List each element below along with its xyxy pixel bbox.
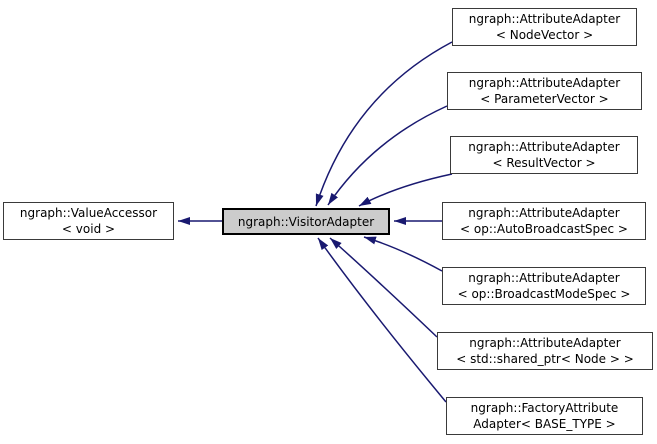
class-name-line: ngraph::AttributeAdapter: [468, 206, 620, 220]
class-name-line: ngraph::FactoryAttribute: [470, 401, 619, 415]
class-template-line: < void >: [61, 222, 116, 236]
edge-broadcastmodespec-to-visitoradapter: [363, 236, 443, 272]
class-name-line: ngraph::AttributeAdapter: [468, 76, 621, 90]
class-node-visitor-adapter-current: ngraph::VisitorAdapter: [222, 208, 390, 235]
class-template-line: < ParameterVector >: [480, 92, 609, 106]
class-node-attribute-adapter-broadcastmodespec[interactable]: ngraph::AttributeAdapter < op::Broadcast…: [442, 267, 646, 305]
class-template-line: < op::AutoBroadcastSpec >: [460, 222, 628, 236]
class-node-value-accessor-void[interactable]: ngraph::ValueAccessor < void >: [3, 202, 174, 240]
class-node-attribute-adapter-sharedptr-node[interactable]: ngraph::AttributeAdapter < std::shared_p…: [437, 332, 653, 370]
class-name-line: ngraph::AttributeAdapter: [468, 140, 620, 154]
class-template-line: < op::BroadcastModeSpec >: [457, 287, 631, 301]
edge-sharedptrnode-to-visitoradapter: [329, 237, 438, 338]
class-name-line: ngraph::VisitorAdapter: [237, 214, 375, 229]
class-template-line: < ResultVector >: [492, 156, 596, 170]
edge-factoryattributeadapter-to-visitoradapter: [317, 237, 447, 403]
edge-nodevector-to-visitoradapter: [315, 41, 453, 207]
class-name-line: ngraph::AttributeAdapter: [468, 271, 620, 285]
edge-resultvector-to-visitoradapter: [358, 173, 453, 207]
class-template-line: Adapter< BASE_TYPE >: [473, 417, 616, 431]
class-name-line: ngraph::AttributeAdapter: [468, 12, 621, 26]
edge-parametervector-to-visitoradapter: [327, 105, 448, 206]
class-node-attribute-adapter-parametervector[interactable]: ngraph::AttributeAdapter < ParameterVect…: [447, 72, 642, 110]
class-name-line: ngraph::AttributeAdapter: [469, 336, 621, 350]
class-template-line: < NodeVector >: [495, 28, 594, 42]
class-node-factory-attribute-adapter[interactable]: ngraph::FactoryAttribute Adapter< BASE_T…: [446, 397, 643, 435]
class-name-line: ngraph::ValueAccessor: [19, 206, 158, 220]
class-node-attribute-adapter-resultvector[interactable]: ngraph::AttributeAdapter < ResultVector …: [450, 136, 638, 174]
class-node-attribute-adapter-nodevector[interactable]: ngraph::AttributeAdapter < NodeVector >: [452, 8, 637, 46]
class-node-attribute-adapter-autobroadcastspec[interactable]: ngraph::AttributeAdapter < op::AutoBroad…: [442, 202, 646, 240]
class-template-line: < std::shared_ptr< Node > >: [456, 352, 634, 366]
